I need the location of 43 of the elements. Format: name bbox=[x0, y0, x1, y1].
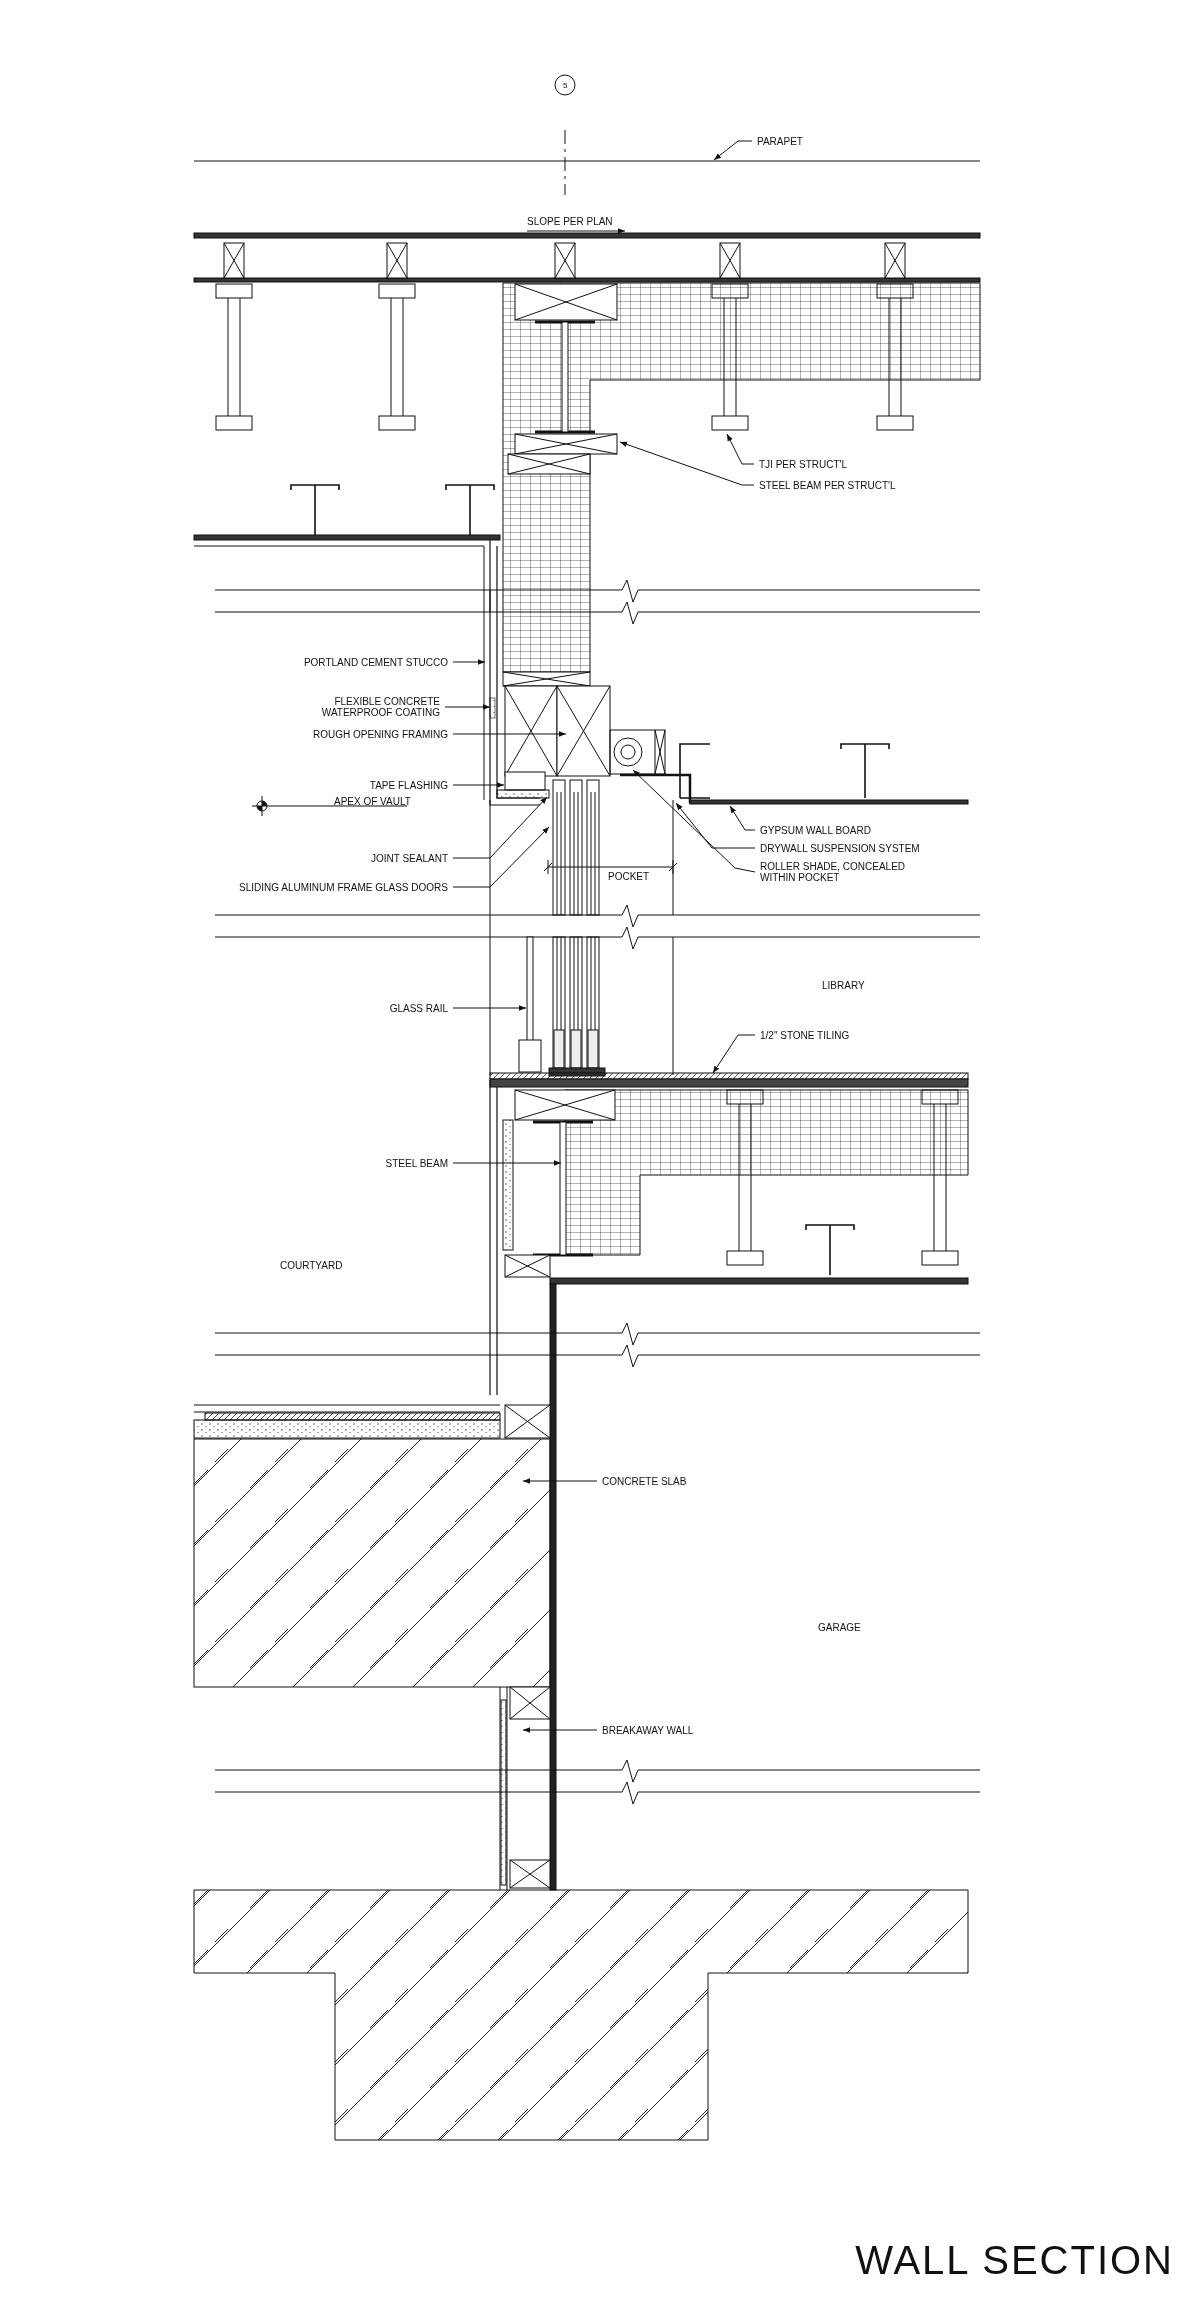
leader-line bbox=[729, 805, 756, 831]
callout-label: ROLLER SHADE, CONCEALED WITHIN POCKET bbox=[760, 861, 930, 883]
dimension-label: POCKET bbox=[608, 870, 650, 882]
callout-label: DRYWALL SUSPENSION SYSTEM bbox=[760, 842, 920, 854]
leader-line bbox=[522, 1478, 598, 1484]
leader-line bbox=[452, 731, 567, 737]
room-label: GARAGE bbox=[818, 1621, 861, 1633]
leader-line bbox=[522, 1727, 598, 1733]
callout-label: GYPSUM WALL BOARD bbox=[760, 824, 871, 836]
leader-line bbox=[444, 704, 491, 710]
leader-line bbox=[452, 659, 486, 665]
room-label: COURTYARD bbox=[280, 1259, 343, 1271]
room-label: LIBRARY bbox=[822, 979, 865, 991]
callout-label: PARAPET bbox=[757, 135, 803, 147]
callout-label: CONCRETE SLAB bbox=[602, 1475, 687, 1487]
callout-label: BREAKAWAY WALL bbox=[602, 1724, 694, 1736]
leader-line bbox=[452, 1005, 527, 1011]
leader-line bbox=[713, 140, 753, 161]
leader-line bbox=[452, 826, 550, 888]
callout-label: FLEXIBLE CONCRETE WATERPROOF COATING bbox=[265, 696, 440, 718]
callout-label: STEEL BEAM bbox=[385, 1157, 448, 1169]
leader-line bbox=[619, 441, 755, 486]
callout-label: JOINT SEALANT bbox=[370, 852, 448, 864]
leader-line bbox=[675, 802, 756, 849]
leader-line bbox=[726, 433, 755, 465]
callout-label: TJI PER STRUCT'L bbox=[759, 458, 848, 470]
callout-label: STEEL BEAM PER STRUCT'L bbox=[759, 479, 896, 491]
callout-label: PORTLAND CEMENT STUCCO bbox=[303, 656, 448, 668]
leader-line bbox=[712, 1034, 756, 1074]
annotation-text: SLOPE PER PLAN bbox=[527, 215, 613, 227]
callout-label: 1/2" STONE TILING bbox=[760, 1029, 850, 1041]
coating-strip bbox=[489, 697, 496, 719]
callout-label: SLIDING ALUMINUM FRAME GLASS DOORS bbox=[239, 881, 448, 893]
grid-number: 5 bbox=[563, 80, 568, 90]
callout-label: GLASS RAIL bbox=[389, 1002, 448, 1014]
level-label: APEX OF VAULT bbox=[334, 795, 411, 807]
leader-line bbox=[452, 782, 505, 788]
leader-line bbox=[452, 796, 548, 859]
callout-label: TAPE FLASHING bbox=[369, 779, 448, 791]
callout-label: ROUGH OPENING FRAMING bbox=[313, 728, 448, 740]
leader-line bbox=[632, 769, 756, 873]
drawing-title: WALL SECTION bbox=[855, 2238, 1174, 2283]
leader-line bbox=[452, 1160, 562, 1166]
